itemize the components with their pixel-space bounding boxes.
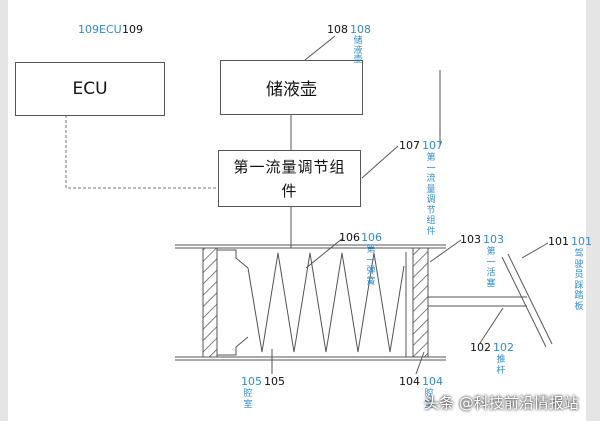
left-border-strip (0, 0, 8, 421)
reservoir-box: 储液壶 (220, 60, 363, 115)
label-102-num: 102 (470, 341, 491, 354)
flow-assembly-box: 第一流量调节组件 (218, 150, 361, 207)
label-106-num: 106 (339, 231, 360, 244)
left-stepped-profile (217, 249, 249, 269)
first-spring (247, 252, 405, 353)
label-108-blue: 108 (350, 23, 371, 36)
label-103-vertical: 第一活塞 (486, 247, 496, 289)
flow-assembly-label: 第一流量调节组件 (233, 157, 346, 200)
label-102-vertical: 推杆 (496, 355, 506, 376)
label-107-blue: 107 (422, 139, 443, 152)
label-106-blue: 106 (361, 231, 382, 244)
leader-101 (521, 242, 549, 259)
label-103-num: 103 (460, 233, 481, 246)
pedal-edge-2 (507, 253, 553, 345)
label-109-blue: 109ECU (78, 23, 122, 36)
leader-104 (415, 351, 425, 375)
pedal-edge-1 (501, 256, 547, 348)
label-102-blue: 102 (493, 341, 514, 354)
ecu-label: ECU (72, 79, 108, 99)
leader-106 (305, 237, 344, 269)
label-108-num: 108 (327, 23, 348, 36)
label-103-blue: 103 (483, 233, 504, 246)
label-106-vertical: 第一弹簧 (366, 245, 376, 287)
label-101-num: 101 (548, 235, 569, 248)
left-end-wall (202, 247, 218, 358)
reservoir-label: 储液壶 (266, 80, 317, 100)
ecu-signal-line (65, 115, 218, 189)
leader-108 (304, 35, 336, 61)
label-109-num: 109 (122, 23, 143, 36)
watermark-text: 头条 @科技前沿情报站 (424, 394, 579, 412)
label-105-num: 105 (264, 375, 285, 388)
leader-107 (361, 145, 399, 179)
label-101-vertical: 驾驶员踩踏板 (574, 249, 584, 312)
leader-103 (429, 239, 462, 263)
label-104-num: 104 (399, 375, 420, 388)
left-stepped-profile-bottom (217, 336, 249, 356)
right-border-strip (586, 0, 600, 421)
label-107-vertical: 第一流量调节组件 (426, 153, 436, 237)
label-101-blue: 101 (571, 235, 592, 248)
label-105-blue: 105 (241, 375, 262, 388)
label-107-num: 107 (399, 139, 420, 152)
label-108-vertical: 储液壶 (353, 36, 363, 65)
label-105-vertical: 腔室 (243, 389, 253, 410)
first-piston (412, 247, 429, 358)
label-104-blue: 104 (422, 375, 443, 388)
label-104-vertical: 腔室 (424, 389, 434, 410)
ecu-box: ECU (15, 62, 165, 116)
leader-102 (479, 307, 504, 344)
